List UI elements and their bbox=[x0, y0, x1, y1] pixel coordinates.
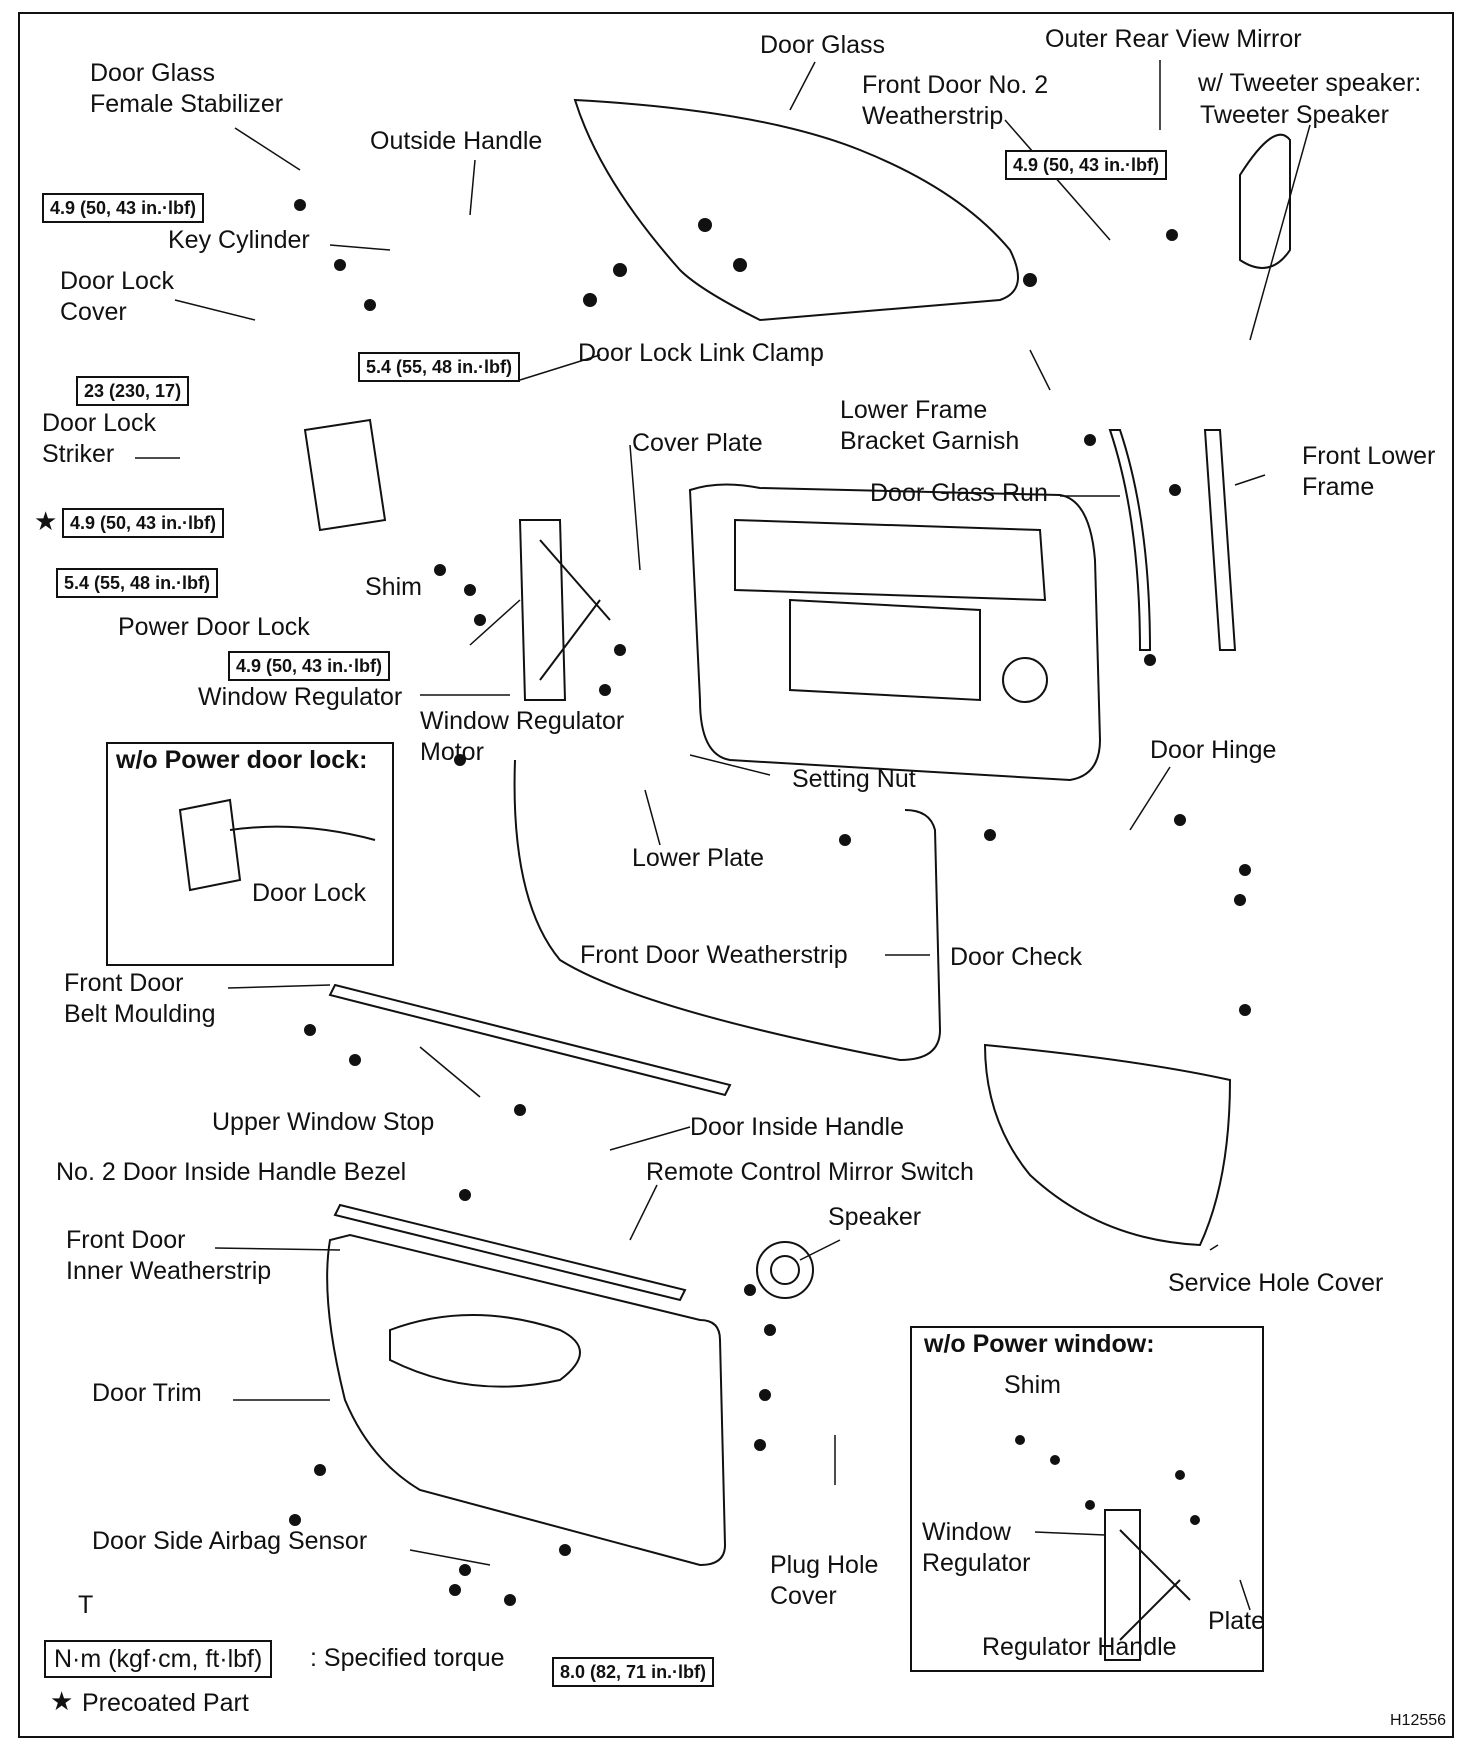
inset-wo-power-window bbox=[910, 1326, 1264, 1672]
door-lock-shape bbox=[303, 418, 387, 532]
speaker-shape bbox=[756, 1241, 814, 1299]
front-door-weatherstrip-shape bbox=[513, 759, 942, 1062]
label-window-regulator-motor-l2: Motor bbox=[420, 738, 484, 766]
label-door-lock-striker-l2: Striker bbox=[42, 440, 115, 468]
torque-box-outside-handle: 5.4 (55, 48 in.·lbf) bbox=[358, 352, 521, 382]
window-regulator-shape bbox=[518, 519, 611, 701]
label-setting-nut: Setting Nut bbox=[792, 765, 916, 793]
label-door-glass-female-stabilizer-l2: Female Stabilizer bbox=[90, 90, 284, 118]
label-door-hinge: Door Hinge bbox=[1150, 736, 1277, 764]
inset-wo-power-door-lock bbox=[106, 742, 394, 966]
torque-box-lock-precoated: 4.9 (50, 43 in.·lbf) bbox=[62, 508, 225, 538]
door-glass-shape bbox=[573, 98, 1019, 322]
inset-wo-power-door-lock-title: w/o Power door lock: bbox=[116, 746, 368, 774]
label-front-lower-frame-l1: Front Lower bbox=[1302, 442, 1436, 470]
label-front-door-belt-moulding-l2: Belt Moulding bbox=[64, 1000, 216, 1028]
label-door-lock: Door Lock bbox=[252, 879, 366, 907]
label-door-lock-striker-l1: Door Lock bbox=[42, 409, 156, 437]
label-remote-control-mirror-switch: Remote Control Mirror Switch bbox=[646, 1158, 974, 1186]
label-window-regulator: Window Regulator bbox=[198, 683, 403, 711]
label-shim-inset: Shim bbox=[1004, 1371, 1061, 1399]
label-outer-rear-view-mirror: Outer Rear View Mirror bbox=[1045, 25, 1302, 53]
torque-box-striker: 23 (230, 17) bbox=[76, 376, 190, 406]
label-door-lock-cover-l1: Door Lock bbox=[60, 267, 174, 295]
label-window-regulator-motor-l1: Window Regulator bbox=[420, 707, 625, 735]
label-front-door-no2-weatherstrip-l2: Weatherstrip bbox=[862, 102, 1004, 130]
label-key-cylinder: Key Cylinder bbox=[168, 226, 310, 254]
outer-mirror-shape bbox=[1239, 133, 1291, 269]
label-front-door-inner-weatherstrip-l2: Inner Weatherstrip bbox=[66, 1257, 272, 1285]
label-outside-handle: Outside Handle bbox=[370, 127, 543, 155]
label-tweeter-speaker: Tweeter Speaker bbox=[1200, 101, 1389, 129]
torque-box-airbag-sensor: 8.0 (82, 71 in.·lbf) bbox=[552, 1657, 715, 1687]
torque-box-stabilizer: 4.9 (50, 43 in.·lbf) bbox=[42, 193, 205, 223]
label-front-door-no2-weatherstrip-l1: Front Door No. 2 bbox=[862, 71, 1049, 99]
label-window-regulator-inset-l1: Window bbox=[922, 1518, 1011, 1546]
label-door-glass: Door Glass bbox=[760, 31, 886, 59]
label-speaker: Speaker bbox=[828, 1203, 922, 1231]
label-door-lock-cover-l2: Cover bbox=[60, 298, 127, 326]
label-lower-frame-bracket-garnish-l2: Bracket Garnish bbox=[840, 427, 1020, 455]
label-door-lock-link-clamp: Door Lock Link Clamp bbox=[578, 339, 824, 367]
precoated-star-icon: ★ bbox=[34, 506, 58, 536]
door-glass-run-shape bbox=[1108, 429, 1152, 651]
legend-precoated: Precoated Part bbox=[82, 1689, 249, 1717]
label-window-regulator-inset-l2: Regulator bbox=[922, 1549, 1031, 1577]
diagram-frame bbox=[18, 12, 1454, 1738]
label-w-tweeter-speaker: w/ Tweeter speaker: bbox=[1198, 69, 1422, 97]
label-door-glass-run: Door Glass Run bbox=[870, 479, 1048, 507]
label-t-mark: T bbox=[78, 1591, 94, 1619]
torque-box-regulator: 4.9 (50, 43 in.·lbf) bbox=[228, 651, 391, 681]
label-door-check: Door Check bbox=[950, 943, 1082, 971]
legend-torque-desc: : Specified torque bbox=[310, 1644, 505, 1672]
label-front-door-weatherstrip: Front Door Weatherstrip bbox=[580, 941, 848, 969]
label-front-door-belt-moulding-l1: Front Door bbox=[64, 969, 184, 997]
torque-box-lock: 5.4 (55, 48 in.·lbf) bbox=[56, 568, 219, 598]
label-front-door-inner-weatherstrip-l1: Front Door bbox=[66, 1226, 186, 1254]
label-shim: Shim bbox=[365, 573, 422, 601]
label-no2-door-inside-handle-bezel: No. 2 Door Inside Handle Bezel bbox=[56, 1158, 407, 1186]
label-plate: Plate bbox=[1208, 1607, 1265, 1635]
belt-moulding-shape bbox=[328, 983, 732, 1097]
legend-star-icon: ★ bbox=[50, 1686, 74, 1716]
label-service-hole-cover: Service Hole Cover bbox=[1168, 1269, 1384, 1297]
figure-code: H12556 bbox=[1390, 1712, 1447, 1729]
label-door-inside-handle: Door Inside Handle bbox=[690, 1113, 905, 1141]
label-power-door-lock: Power Door Lock bbox=[118, 613, 310, 641]
label-plug-hole-cover-l1: Plug Hole bbox=[770, 1551, 879, 1579]
label-cover-plate: Cover Plate bbox=[632, 429, 763, 457]
label-upper-window-stop: Upper Window Stop bbox=[212, 1108, 435, 1136]
inset-wo-power-window-title: w/o Power window: bbox=[924, 1330, 1155, 1358]
door-trim-shape bbox=[326, 1233, 727, 1567]
label-door-side-airbag-sensor: Door Side Airbag Sensor bbox=[92, 1527, 368, 1555]
label-lower-frame-bracket-garnish-l1: Lower Frame bbox=[840, 396, 988, 424]
label-regulator-handle: Regulator Handle bbox=[982, 1633, 1177, 1661]
door-panel-shape bbox=[688, 483, 1102, 782]
label-door-trim: Door Trim bbox=[92, 1379, 202, 1407]
torque-box-mirror: 4.9 (50, 43 in.·lbf) bbox=[1005, 150, 1168, 180]
label-lower-plate: Lower Plate bbox=[632, 844, 765, 872]
service-hole-cover-shape bbox=[983, 1043, 1232, 1247]
label-plug-hole-cover-l2: Cover bbox=[770, 1582, 837, 1610]
legend-torque-unit-box: N·m (kgf·cm, ft·lbf) bbox=[44, 1640, 273, 1678]
front-lower-frame-shape bbox=[1203, 429, 1237, 651]
label-door-glass-female-stabilizer-l1: Door Glass bbox=[90, 59, 216, 87]
label-front-lower-frame-l2: Frame bbox=[1302, 473, 1375, 501]
